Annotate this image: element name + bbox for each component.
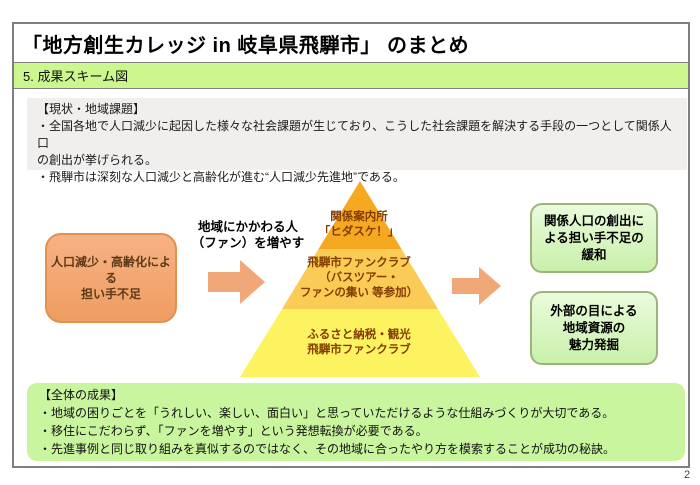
overall-results-box: 【全体の成果】 ・地域の困りごとを「うれしい、楽しい、面白い」と思っていただける… — [27, 383, 685, 461]
current-issues-body: ・全国各地で人口減少に起因した様々な社会課題が生じており、こうした社会課題を解決… — [37, 119, 672, 184]
outcome-box-discovery: 外部の目による 地域資源の 魅力発掘 — [530, 291, 658, 365]
right-arrow-icon — [452, 267, 501, 305]
page-number: 2 — [684, 469, 691, 481]
right-arrow-shape — [208, 260, 265, 304]
outcome-box-mitigation: 関係人口の創出に よる担い手不足の 緩和 — [530, 203, 658, 273]
overall-results-bullet: ・先進事例と同じ取り組みを真似するのではなく、その地域に合ったやり方を模索するこ… — [39, 442, 616, 456]
pyramid-bottom-label: ふるさと納税・観光 飛騨市ファンクラブ — [307, 329, 411, 356]
current-issues-heading: 【現状・地域課題】 — [37, 102, 146, 116]
overall-results-bullet: ・移住にこだわらず、「ファンを増やす」という発想転換が必要である。 — [39, 424, 428, 438]
increase-fans-label: 地域にかかわる人 （ファン）を増やす — [191, 220, 305, 250]
section-label: 5. 成果スキーム図 — [23, 69, 129, 84]
overall-results-bullet: ・地域の困りごとを「うれしい、楽しい、面白い」と思っていただけるような仕組みづく… — [39, 406, 615, 420]
pyramid-top-tier — [318, 181, 402, 249]
problem-box: 人口減少・高齢化による 担い手不足 — [45, 233, 177, 323]
slide-frame: 「地方創生カレッジ in 岐阜県飛騨市」 のまとめ 5. 成果スキーム図 【現状… — [12, 22, 690, 468]
overall-results-heading: 【全体の成果】 — [39, 388, 124, 402]
pyramid-top-label: 関係案内所 「ヒダスケ！」 — [318, 211, 400, 238]
pyramid-middle-label: 飛騨市ファンクラブ （バスツアー・ ファンの集い 等参加） — [299, 257, 419, 299]
page-title: 「地方創生カレッジ in 岐阜県飛騨市」 のまとめ — [22, 34, 469, 57]
pyramid-middle-tier — [282, 249, 438, 309]
scheme-diagram-area: 【現状・地域課題】 ・全国各地で人口減少に起因した様々な社会課題が生じており、こ… — [14, 89, 688, 466]
fan-pyramid — [240, 181, 480, 377]
current-issues-box: 【現状・地域課題】 ・全国各地で人口減少に起因した様々な社会課題が生じており、こ… — [27, 98, 687, 184]
right-arrow-icon — [208, 260, 265, 304]
slide-title-row: 「地方創生カレッジ in 岐阜県飛騨市」 のまとめ — [14, 24, 688, 63]
pyramid-bottom-tier — [240, 309, 480, 377]
right-arrow-shape — [452, 267, 501, 305]
section-header-bar: 5. 成果スキーム図 — [14, 63, 688, 89]
